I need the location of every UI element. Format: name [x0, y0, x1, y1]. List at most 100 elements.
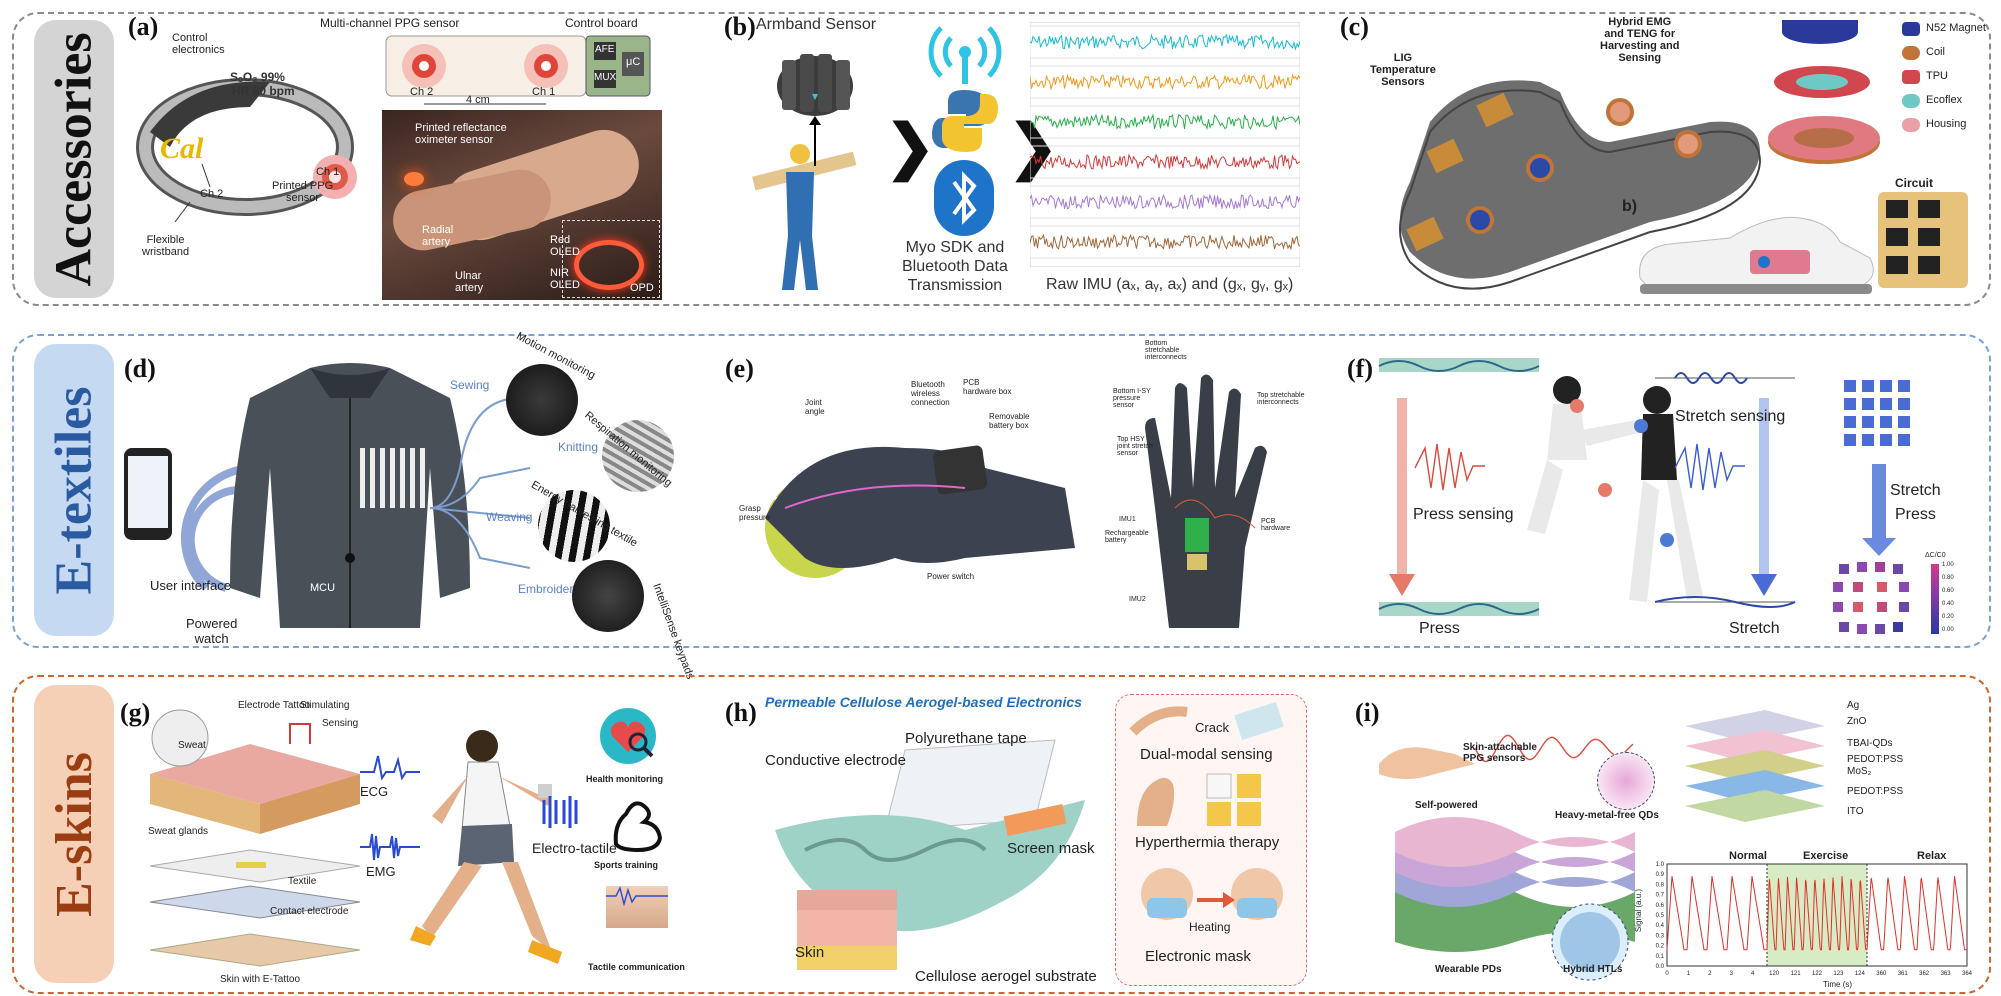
x-tick: 122 [1812, 971, 1823, 977]
sdk-caption: Myo SDK and Bluetooth Data Transmission [902, 239, 1008, 294]
imu-trace [1030, 33, 1300, 51]
colorbar-tick: 0.00 [1942, 627, 1954, 633]
layer-label: ZnO [1847, 716, 1867, 727]
x-tick: 121 [1791, 971, 1802, 977]
y-tick: 0.5 [1656, 913, 1665, 919]
tactile-label: Tactile communication [588, 962, 685, 972]
ch1-label: Ch 1 [316, 166, 340, 178]
control-board-label: Control board [565, 16, 638, 30]
stretch-label: Stretch [1729, 620, 1780, 637]
energy-circle [538, 490, 610, 562]
layer-labels: Ag ZnO TBAI-QDs PEDOT:PSS MoS₂ PEDOT:PSS… [1847, 700, 1967, 830]
legend-label: Housing [1926, 118, 1967, 130]
panel-label: (a) [128, 12, 159, 41]
glove-hand [1145, 374, 1267, 628]
imu-trace [1030, 153, 1300, 171]
x-tick: 120 [1769, 971, 1780, 977]
bottom-pressure-label: Bottom I-SY pressure sensor [1113, 388, 1151, 409]
wristband-illustration [136, 78, 357, 223]
imu-signals [1030, 22, 1300, 267]
intellisense-circle [572, 560, 644, 632]
joint-angle-label: Joint angle [805, 398, 825, 416]
board-ch1-label: Ch 1 [532, 86, 556, 98]
layer-label: TBAI-QDs [1847, 738, 1893, 749]
y-tick: 0.7 [1656, 893, 1665, 899]
colorbar-tick: 0.40 [1942, 601, 1954, 607]
panel-h: (h) Permeable Cellulose Aerogel-based El… [725, 680, 1315, 990]
skin-tattoo-block [150, 709, 360, 834]
layer-label: Ag [1847, 700, 1860, 711]
python-icon [932, 90, 998, 152]
heavy-metal-label: Heavy-metal-free QDs [1555, 810, 1659, 821]
pcb-box-label: PCB hardware box [963, 378, 1012, 396]
panel-c: (c) LIG Temperature Sensors Hybrid EMG a… [1330, 12, 1986, 302]
skin-label: Skin [795, 944, 825, 961]
bluetooth-connection-label: Bluetooth wireless connection [911, 380, 950, 407]
y-tick: 0.4 [1656, 923, 1665, 929]
textile-label: Textile [288, 876, 317, 887]
wearable-pds-label: Wearable PDs [1435, 964, 1502, 975]
phase-normal-label: Normal [1729, 850, 1767, 862]
panel-label: (f) [1347, 354, 1373, 383]
panel-a: (a) Cal Control electronics SₒO₂ 99% HR … [120, 12, 665, 302]
distance-label: 4 cm [466, 94, 490, 106]
panel-label: (h) [725, 698, 757, 727]
panel-label: (d) [124, 354, 156, 383]
panel-g: (g) Electrode Tattoo Stimulating Sensing… [120, 680, 710, 990]
category-etextiles: E-textiles [34, 344, 114, 636]
press-sensing-label: Press sensing [1413, 506, 1514, 523]
knitting-label: Knitting [558, 440, 599, 454]
shoe-illustration [1639, 216, 1874, 294]
colorbar-tick: 0.20 [1942, 614, 1954, 620]
up-arrow [814, 122, 816, 166]
panel-f: (f) Press sensing Press Stretch sensing … [1335, 338, 1980, 643]
panel-label: (e) [725, 354, 754, 383]
multichannel-label: Multi-channel PPG sensor [320, 16, 460, 30]
y-tick: 0.2 [1656, 944, 1665, 950]
legend-swatch [1902, 70, 1920, 84]
textile-stack [149, 849, 361, 967]
sensor-grid [1844, 380, 1910, 446]
panel-d: (d) User interface Powered watch MCU Sew… [120, 330, 710, 681]
opd-label: OPD [630, 282, 654, 294]
top-interconnects-label: Top stretchable interconnects [1257, 392, 1305, 406]
ppg-trace [1766, 876, 1867, 951]
x-tick: 2 [1708, 971, 1712, 977]
skin-ppg-label: Skin-attachable PPG sensors [1463, 742, 1537, 764]
embroidering-label: Embroidering [518, 582, 590, 596]
y-tick: 1.0 [1656, 862, 1665, 868]
hand-ppg [1379, 734, 1634, 779]
intellisense-label: IntelliSense keypads [650, 581, 697, 681]
board-ch2-label: Ch 2 [410, 86, 434, 98]
y-tick: 0.9 [1656, 872, 1665, 878]
sweat-label: Sweat [178, 740, 206, 751]
imu-trace [1030, 233, 1300, 251]
layer-label: ITO [1847, 806, 1864, 817]
x-tick: 3 [1730, 971, 1734, 977]
ppg-trace [1666, 876, 1767, 951]
stretch-right-label: Stretch [1890, 482, 1941, 499]
x-tick: 360 [1876, 971, 1887, 977]
emg-wave [360, 833, 420, 861]
red-oled-label: Red OLED [550, 234, 580, 258]
chevron-1: ❯ [885, 113, 936, 180]
layer-label: PEDOT:PSS MoS₂ [1847, 754, 1904, 777]
imu-trace [1030, 193, 1300, 210]
motion-circle [506, 364, 578, 436]
legend-swatch [1902, 118, 1920, 132]
pd-stack [1395, 817, 1635, 981]
substrate-label: Cellulose aerogel substrate [915, 968, 1097, 985]
imu-trace [1030, 73, 1300, 91]
row-etextiles: E-textiles [12, 334, 1991, 648]
category-label: E-skins [45, 751, 103, 917]
imu1-label: IMU1 [1119, 516, 1136, 523]
legend-label: Coil [1926, 46, 1945, 58]
exercise-band [1767, 864, 1867, 966]
y-tick: 0.3 [1656, 933, 1665, 939]
ecg-label: ECG [360, 784, 389, 799]
battery-box-label: Removable battery box [989, 412, 1030, 430]
x-tick: 124 [1855, 971, 1866, 977]
x-tick: 1 [1687, 971, 1691, 977]
y-tick: 0.1 [1656, 954, 1665, 960]
mask-faces [1141, 868, 1283, 920]
